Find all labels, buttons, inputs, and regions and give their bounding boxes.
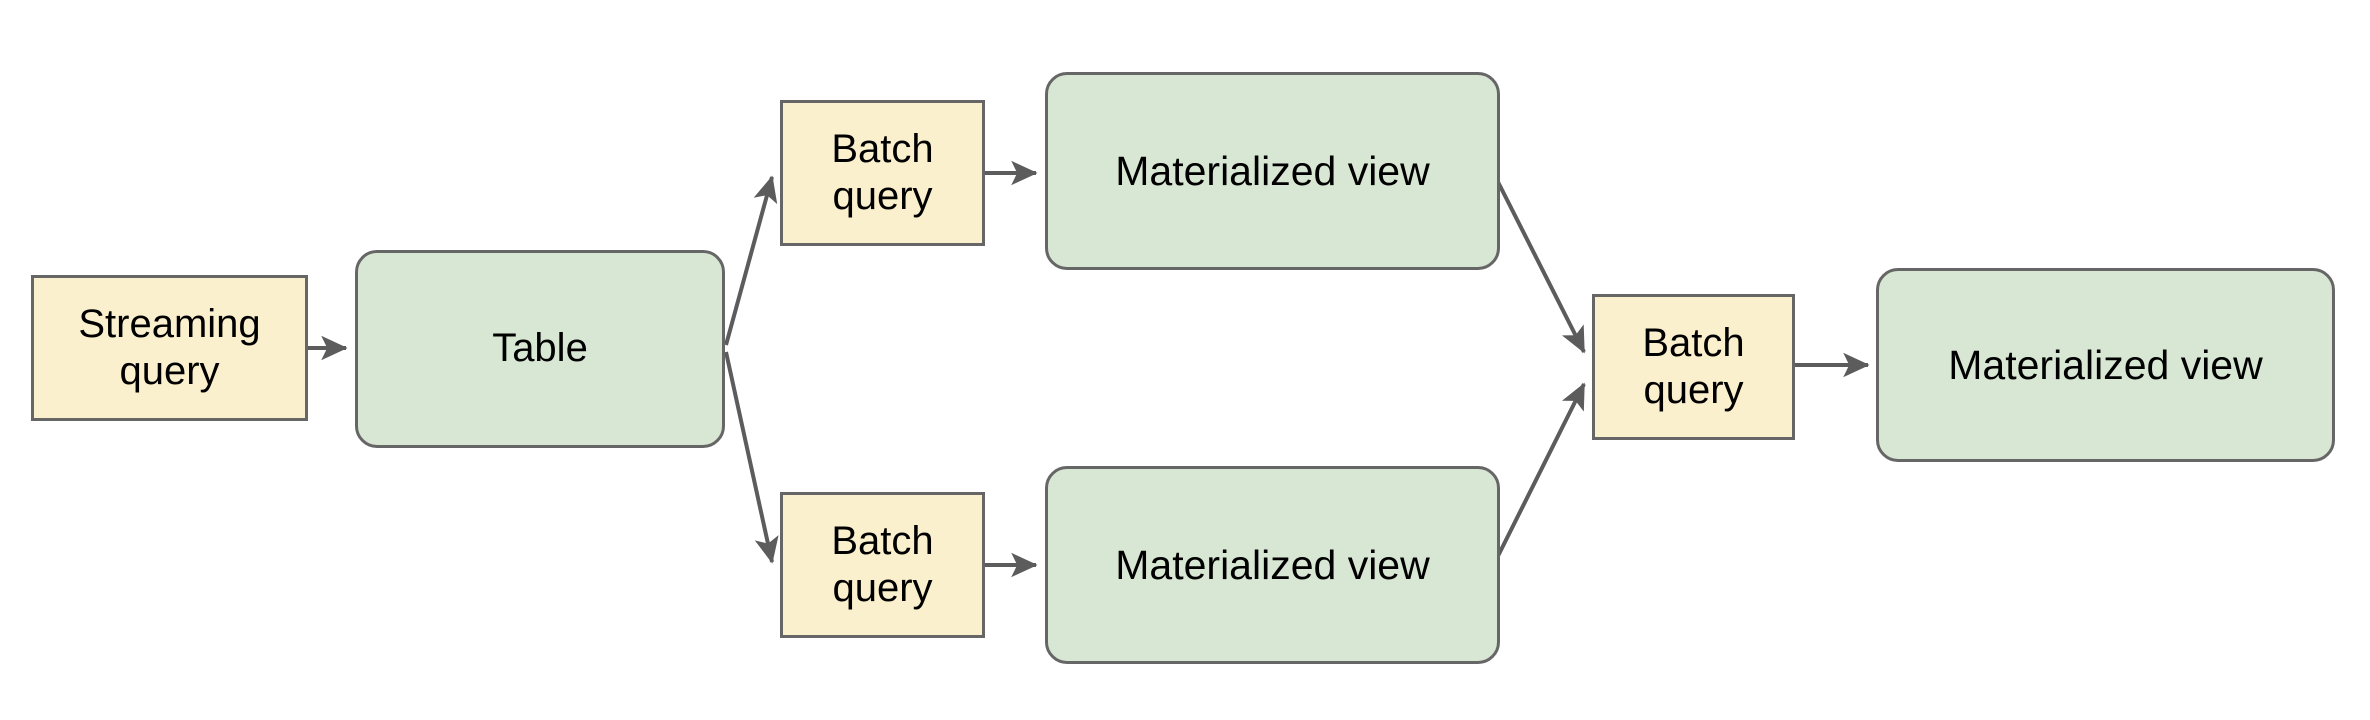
edge-table-to-batch-query-top	[724, 175, 778, 346]
node-batch-query-bottom[interactable]: Batch query	[780, 492, 985, 638]
node-streaming-query[interactable]: Streaming query	[31, 275, 308, 421]
edge-materialized-view-bottom-to-batch-query-right	[1494, 382, 1586, 561]
node-table[interactable]: Table	[355, 250, 725, 448]
node-label-materialized-view-top: Materialized view	[1115, 147, 1430, 194]
node-label-materialized-view-bottom: Materialized view	[1115, 541, 1430, 588]
node-label-batch-query-top: Batch query	[831, 126, 934, 218]
node-label-batch-query-right: Batch query	[1642, 320, 1745, 412]
node-label-table: Table	[492, 326, 588, 371]
edge-materialized-view-top-to-batch-query-right	[1494, 177, 1586, 354]
node-batch-query-right[interactable]: Batch query	[1592, 294, 1795, 440]
node-batch-query-top[interactable]: Batch query	[780, 100, 985, 246]
node-materialized-view-bottom[interactable]: Materialized view	[1045, 466, 1500, 664]
node-label-streaming-query: Streaming query	[78, 301, 261, 393]
node-label-batch-query-bottom: Batch query	[831, 518, 934, 610]
node-materialized-view-right[interactable]: Materialized view	[1876, 268, 2335, 462]
node-label-materialized-view-right: Materialized view	[1948, 341, 2263, 388]
node-materialized-view-top[interactable]: Materialized view	[1045, 72, 1500, 270]
edge-table-to-batch-query-bottom	[724, 351, 779, 564]
